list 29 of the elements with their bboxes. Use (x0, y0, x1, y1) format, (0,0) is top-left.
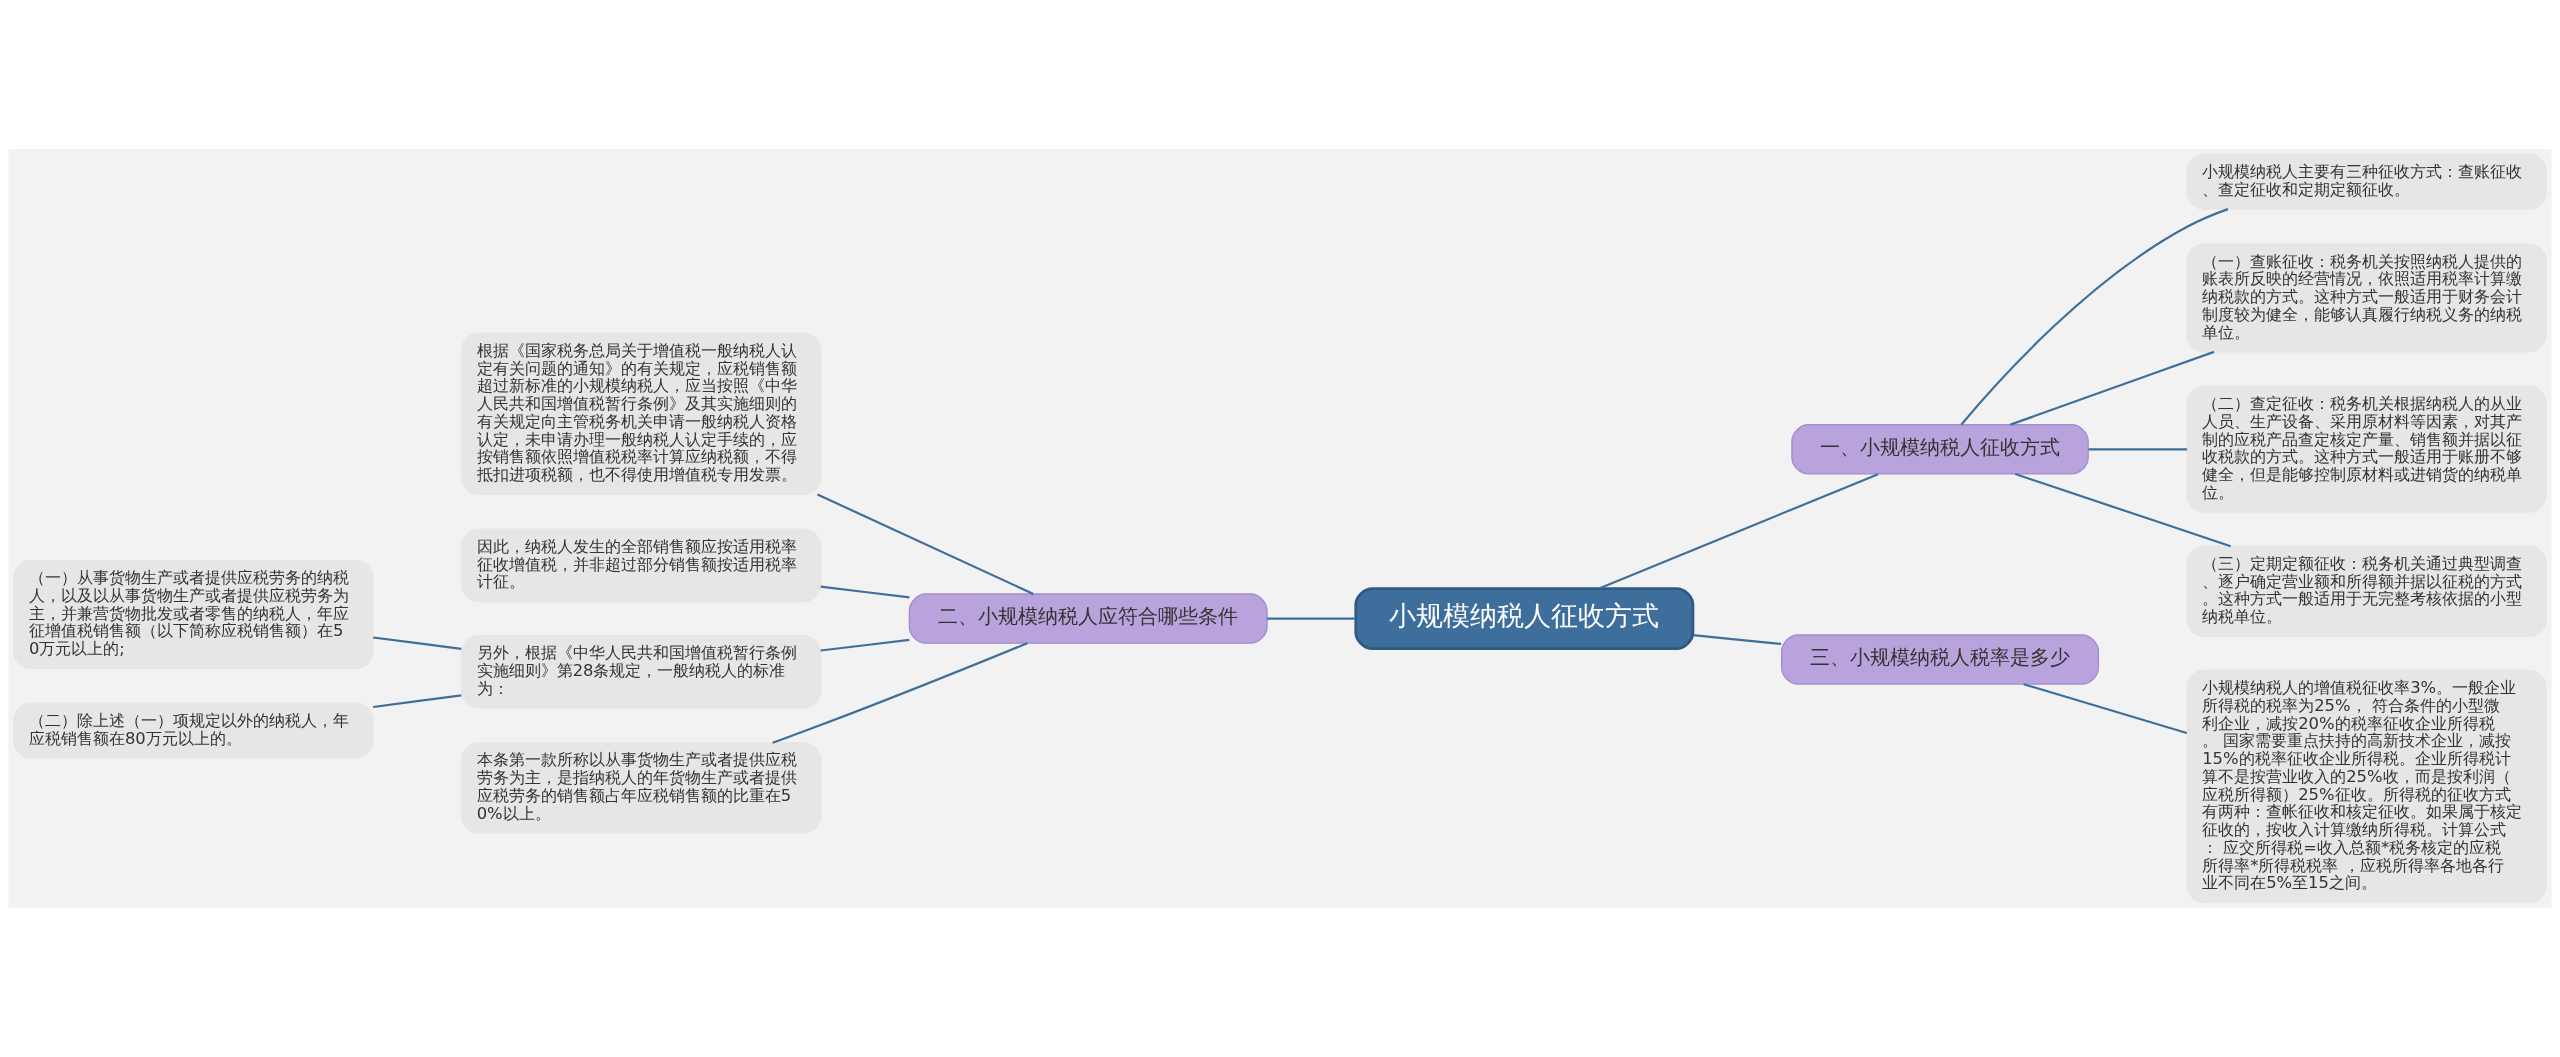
connector (772, 642, 1028, 744)
node-box: 因此，纳税人发生的全部销售额应按适用税率征收增值税，并非超过部分销售额按适用税率计征。 (460, 528, 822, 603)
connector (1267, 617, 1356, 620)
node-box: 本条第一款所称以从事货物生产或者提供应税劳务为主，是指纳税人的年货物生产或者提供应税劳务的销售额占年应税销售额的比重在50%以上。 (460, 742, 822, 834)
node-box: （二）除上述（一）项规定以外的纳税人，年应税销售额在80万元以上的。 (13, 702, 374, 759)
node-box: 小规模纳税人的增值税征收率3%。一般企业所得税的税率为25%， 符合条件的小型微利企业，减按20%的税率征收企业所得税。 国家需要重点扶持的高新技术企业，减按15%的税率征收企业所得税。企业所得税计算不是按营业收入的25%收，而是按利润（应税所得额）25%征收。所得税的征收方式有两种：查帐征收和核定征收。如果属于核定征收的，按收入计算缴纳所得税。计算公式： 应交所得税=收入总额*税务核定的应税所得率*所得税税率 ，应税所得率各地各行业不同在5%至15之间。 (2186, 669, 2547, 904)
node-box: 三、小规模纳税人税率是多少 (1781, 634, 2100, 685)
connector (2014, 473, 2231, 548)
node-box: 小规模纳税人征收方式 (1354, 587, 1695, 650)
connector (817, 493, 1034, 595)
node-box: 另外，根据《中华人民共和国增值税暂行条例实施细则》第28条规定，一般纳税人的标准为： (460, 634, 822, 709)
connector (373, 694, 462, 709)
node-box: （一）查账征收：税务机关按照纳税人提供的账表所反映的经营情况，依照适用税率计算缴纳税款的方式。这种方式一般适用于财务会计制度较为健全，能够认真履行纳税义务的纳税单位。 (2186, 243, 2547, 353)
connector (2023, 683, 2188, 735)
node-box: 小规模纳税人主要有三种征收方式：查账征收、查定征收和定期定额征收。 (2186, 153, 2547, 210)
connector (2010, 350, 2215, 426)
node-box: （二）查定征收：税务机关根据纳税人的从业人员、生产设备、采用原材料等因素，对其产制的应税产品查定核定产量、销售额并据以征收税款的方式。这种方式一般适用于账册不够健全，但是能够控制原材料或进销货的纳税单位。 (2186, 385, 2547, 513)
connector (1960, 208, 2229, 426)
connector (820, 638, 910, 652)
node-box: 一、小规模纳税人征收方式 (1791, 424, 2089, 475)
node-box: 二、小规模纳税人应符合哪些条件 (908, 593, 1268, 644)
connector (373, 636, 462, 650)
node-box: 根据《国家税务总局关于增值税一般纳税人认定有关问题的通知》的有关规定，应税销售额超过新标准的小规模纳税人，应当按照《中华人民共和国增值税暂行条例》及其实施细则的有关规定向主管税务机关申请一般纳税人资格认定，未申请办理一般纳税人认定手续的，应按销售额依照增值税税率计算应纳税额，不得抵扣进项税额，也不得使用增值税专用发票。 (460, 332, 822, 496)
connector (1692, 634, 1782, 645)
node-box: （一）从事货物生产或者提供应税劳务的纳税人，以及以从事货物生产或者提供应税劳务为主，并兼营货物批发或者零售的纳税人，年应征增值税销售额（以下简称应税销售额）在50万元以上的; (13, 559, 374, 670)
connector (1598, 473, 1879, 590)
connector (820, 585, 910, 599)
connector (2088, 448, 2188, 451)
node-box: （三）定期定额征收：税务机关通过典型调查、逐户确定营业额和所得额并据以征税的方式。这种方式一般适用于无完整考核依据的小型纳税单位。 (2186, 545, 2547, 638)
